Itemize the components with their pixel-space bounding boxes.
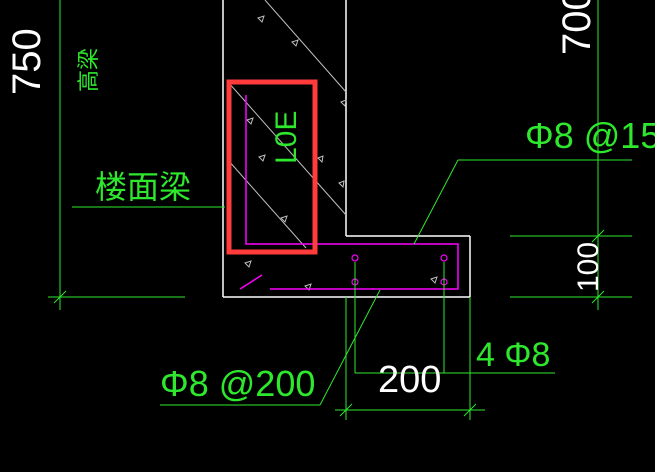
left-vertical-note: 高梁 (76, 48, 101, 92)
rebar-bottom-label: Φ8 @200 (160, 363, 315, 404)
aggregate-marks (244, 15, 438, 291)
beam-label: 楼面梁 (95, 169, 191, 205)
dim-bottom-200: 200 (378, 359, 441, 401)
section-outline (222, 0, 471, 298)
dim-right-100: 100 (572, 242, 605, 292)
rebar-top-label: Φ8 @150 (525, 115, 655, 156)
concrete-hatch (227, 0, 347, 249)
annotation-lines (48, 0, 632, 420)
dim-top-right-700: 700 (555, 0, 599, 55)
slab-thickness-label: L0E (270, 111, 303, 164)
highlight-box (226, 79, 318, 255)
dim-left-750: 750 (5, 28, 49, 95)
rebar-count-label: 4 Φ8 (476, 336, 550, 374)
rebar-stirrups (239, 95, 459, 290)
